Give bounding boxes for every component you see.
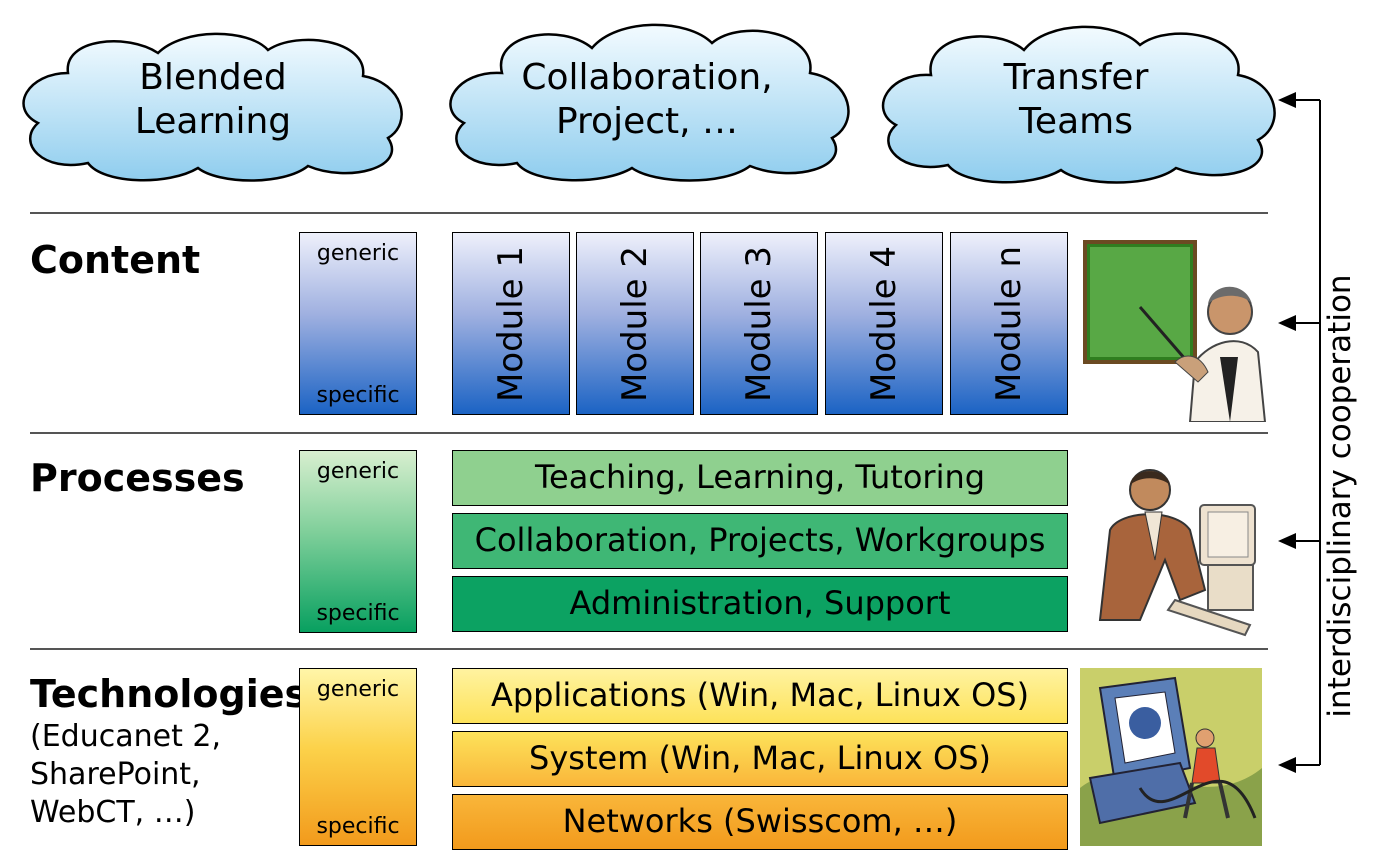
process-bar-collaboration: Collaboration, Projects, Workgroups bbox=[452, 513, 1068, 569]
divider-middle bbox=[30, 432, 1268, 434]
cloud-label: Blended Learning bbox=[134, 57, 292, 142]
computer-figure-illustration bbox=[1080, 668, 1262, 846]
computer-user-illustration bbox=[1098, 469, 1256, 637]
scale-generic-label: generic bbox=[316, 459, 400, 484]
arrow-head-icon bbox=[1278, 315, 1296, 331]
cloud-transfer-teams: Transfer Teams bbox=[866, 20, 1286, 185]
module-box: Module 3 bbox=[700, 232, 818, 415]
layer-subtitle-technologies: (Educanet 2, SharePoint, WebCT, …) bbox=[30, 719, 221, 830]
module-label: Module 4 bbox=[864, 245, 904, 402]
scale-generic-label: generic bbox=[316, 677, 400, 702]
scale-specific-label: specific bbox=[316, 601, 400, 626]
arrow-head-icon bbox=[1278, 92, 1296, 108]
cloud-label: Collaboration, Project, … bbox=[521, 57, 773, 142]
scale-specific-label: specific bbox=[316, 383, 400, 408]
scale-generic-label: generic bbox=[316, 241, 400, 266]
module-label: Module n bbox=[989, 245, 1029, 402]
scale-specific-label: specific bbox=[316, 814, 400, 839]
cooperation-connector bbox=[1278, 92, 1321, 773]
layer-title-content: Content bbox=[30, 238, 201, 282]
side-label-cooperation: interdisciplinary cooperation bbox=[1322, 274, 1358, 718]
arrow-head-icon bbox=[1278, 533, 1296, 549]
divider-bottom bbox=[30, 648, 1268, 650]
tech-bar-networks: Networks (Swisscom, …) bbox=[452, 794, 1068, 850]
process-bar-teaching: Teaching, Learning, Tutoring bbox=[452, 450, 1068, 506]
module-box: Module n bbox=[950, 232, 1068, 415]
tech-bar-applications: Applications (Win, Mac, Linux OS) bbox=[452, 668, 1068, 724]
teacher-illustration bbox=[1083, 240, 1267, 422]
layer-title-technologies: Technologies bbox=[30, 672, 308, 716]
cloud-shape bbox=[449, 23, 850, 182]
arrow-head-icon bbox=[1278, 757, 1296, 773]
tech-bar-system: System (Win, Mac, Linux OS) bbox=[452, 731, 1068, 787]
content-generic-specific-scale: generic specific bbox=[299, 232, 417, 415]
cloud-shape bbox=[22, 32, 403, 182]
layer-title-processes: Processes bbox=[30, 456, 245, 500]
cloud-collaboration-project: Collaboration, Project, … bbox=[432, 18, 862, 183]
processes-generic-specific-scale: generic specific bbox=[299, 450, 417, 633]
module-box: Module 2 bbox=[576, 232, 694, 415]
module-box: Module 4 bbox=[825, 232, 943, 415]
module-label: Module 3 bbox=[739, 245, 779, 402]
cloud-label: Transfer Teams bbox=[1003, 57, 1149, 142]
divider-top bbox=[30, 212, 1268, 214]
module-box: Module 1 bbox=[452, 232, 570, 415]
cloud-shape bbox=[882, 25, 1276, 184]
cloud-blended-learning: Blended Learning bbox=[8, 28, 418, 183]
technologies-generic-specific-scale: generic specific bbox=[299, 668, 417, 846]
module-label: Module 2 bbox=[615, 245, 655, 402]
process-bar-administration: Administration, Support bbox=[452, 576, 1068, 632]
module-label: Module 1 bbox=[491, 245, 531, 402]
